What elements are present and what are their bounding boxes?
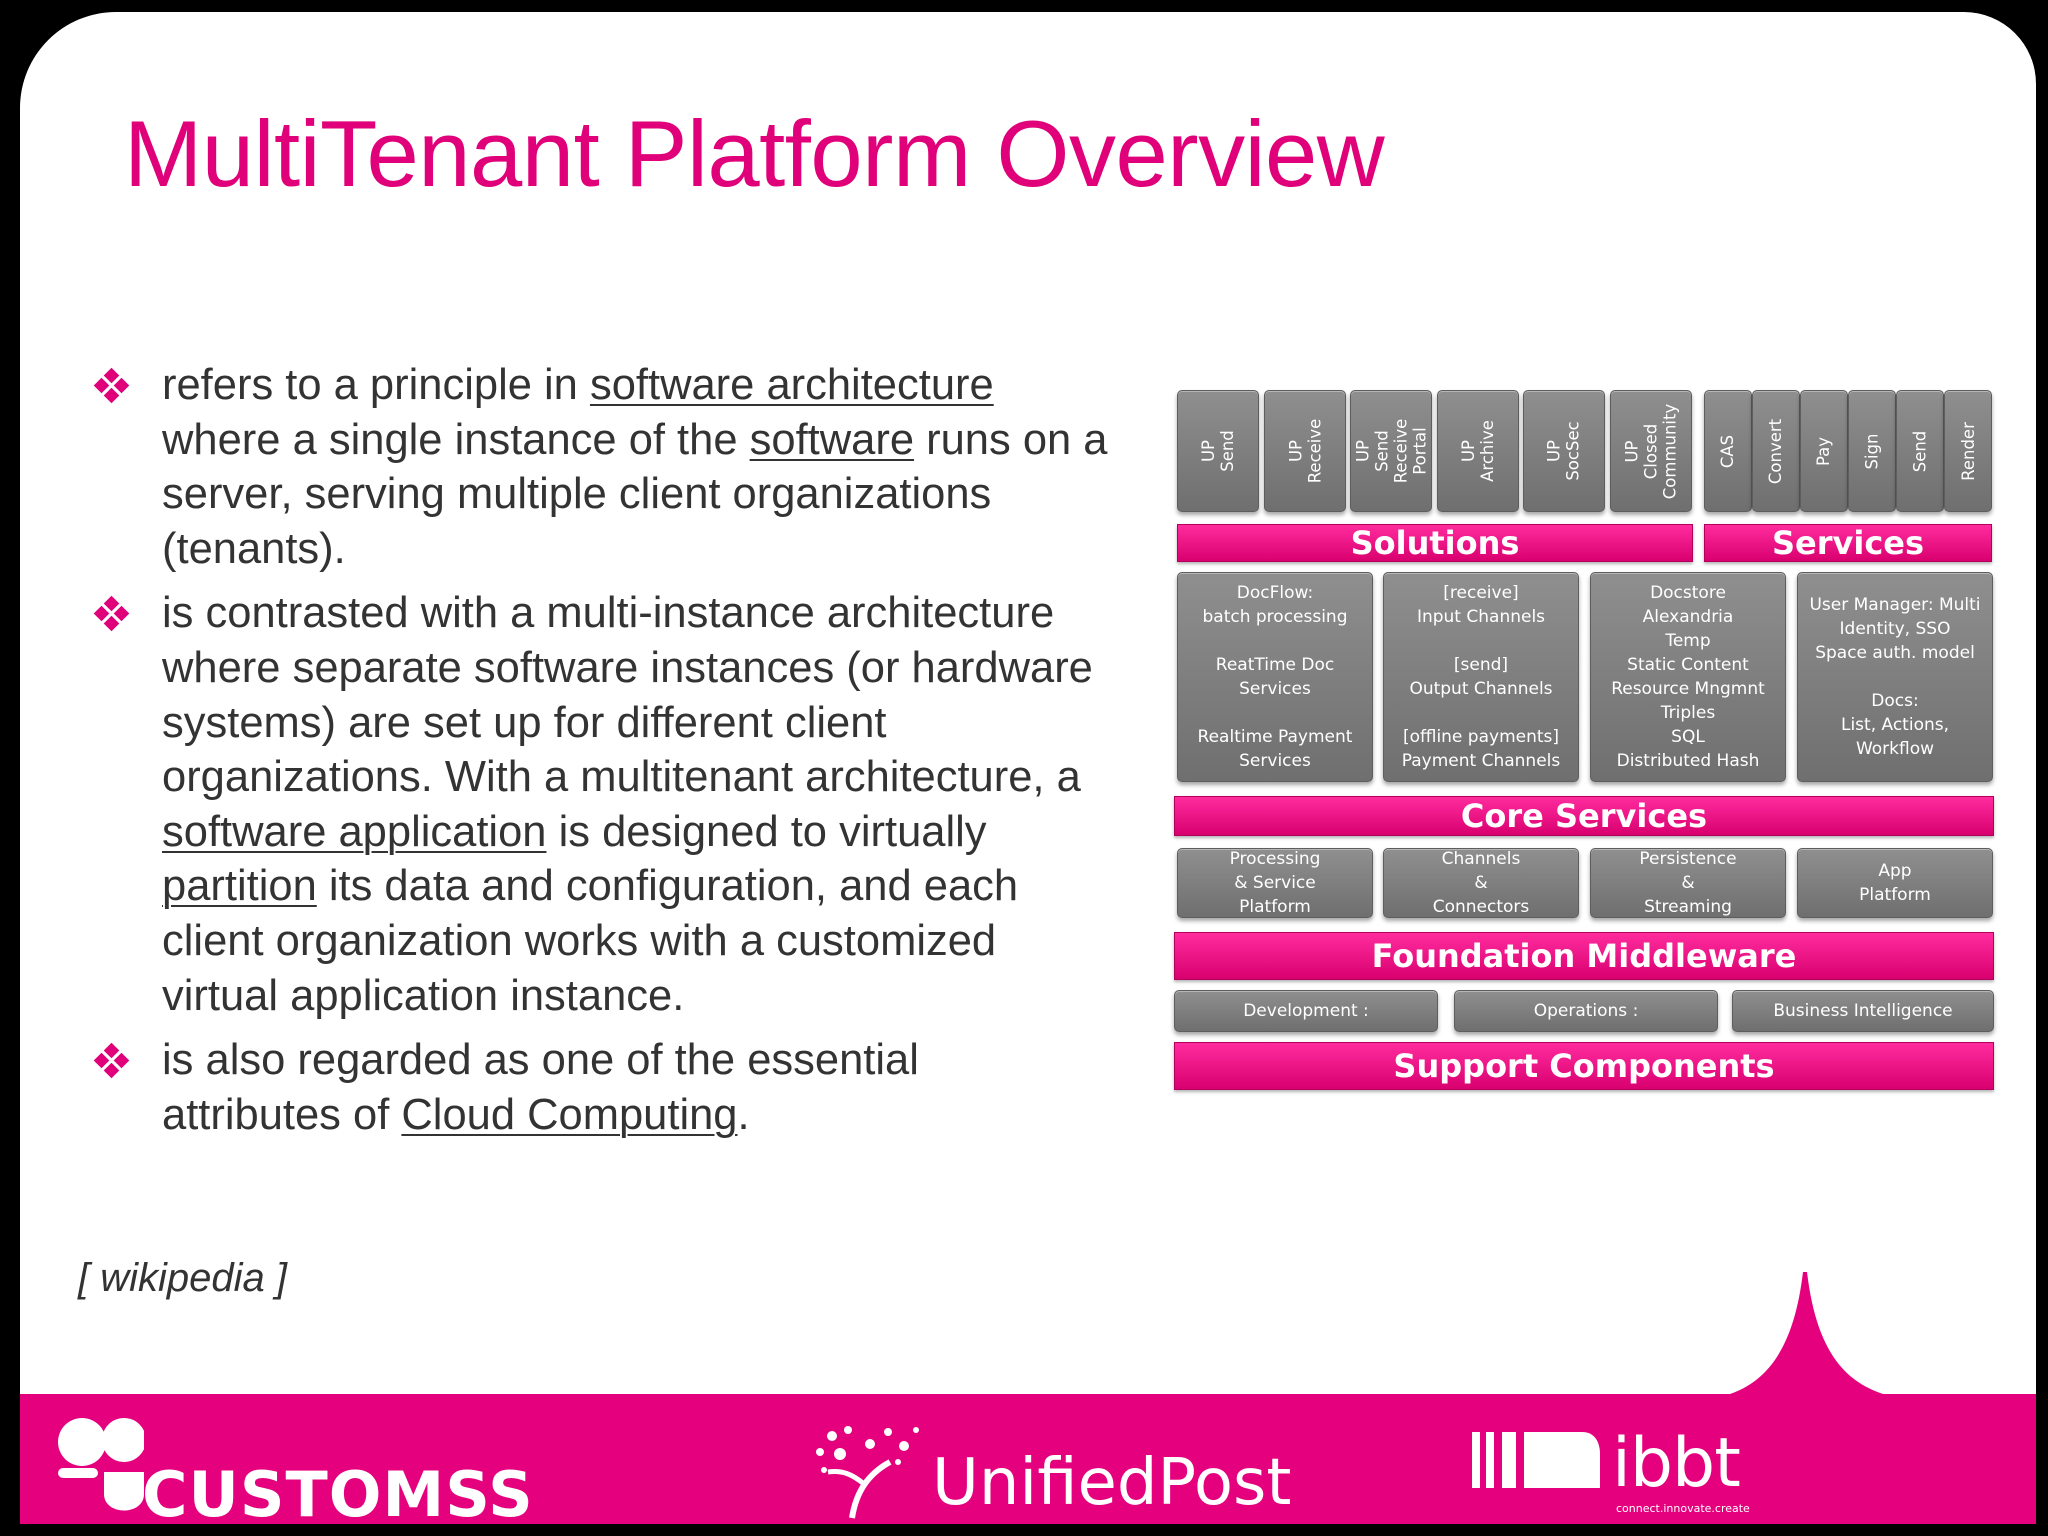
wiki-link[interactable]: partition [162, 862, 317, 911]
middleware-tile: App Platform [1797, 848, 1993, 918]
bullet-text: is designed to virtually [546, 807, 987, 856]
service-tile: Sign [1848, 390, 1896, 512]
service-tile: Convert [1752, 390, 1800, 512]
ibbt-tagline: connect.innovate.create [1616, 1502, 1750, 1515]
service-tile: Pay [1800, 390, 1848, 512]
footer-decoration [1680, 1272, 1940, 1402]
unifiedpost-logo: UnifiedPost [812, 1422, 1292, 1522]
bullet-item: refers to a principle in software archit… [78, 358, 1108, 576]
bullet-text: is contrasted with a multi-instance arch… [162, 589, 1093, 802]
core-service-tile: DocFlow: batch processing ReatTime Doc S… [1177, 572, 1373, 782]
solution-tile: UP Receive [1264, 390, 1346, 512]
solution-tile: UP SocSec [1523, 390, 1605, 512]
wiki-link[interactable]: software architecture [589, 361, 994, 409]
service-tile: Send [1896, 390, 1944, 512]
middleware-tile: Channels & Connectors [1383, 848, 1579, 918]
solution-tile: UP Send Receive Portal [1350, 390, 1432, 512]
unifiedpost-logo-text: UnifiedPost [932, 1446, 1292, 1520]
solutions-band: Solutions [1177, 524, 1693, 562]
support-tile: Operations : [1454, 990, 1718, 1032]
bullet-diamond-icon [93, 1042, 130, 1079]
wiki-link[interactable]: Cloud Computing [401, 1090, 738, 1139]
core-service-tile: User Manager: Multi Identity, SSO Space … [1797, 572, 1993, 782]
middleware-tile: Persistence & Streaming [1590, 848, 1786, 918]
service-tile: CAS [1704, 390, 1752, 512]
solution-tile: UP Archive [1437, 390, 1519, 512]
wiki-link[interactable]: software application [162, 807, 547, 856]
unifiedpost-logo-mark [816, 1426, 919, 1519]
bullet-text: . [737, 1090, 750, 1139]
bullet-diamond-icon [93, 596, 130, 632]
core-services-band: Core Services [1174, 796, 1994, 836]
support-tile: Business Intelligence [1732, 990, 1994, 1032]
bullet-text: is also regarded as one of the essential… [162, 1036, 919, 1139]
bullet-text: its data and configuration, and each cli… [162, 862, 1019, 1020]
customss-logo-text: CUSTOMSS [142, 1458, 534, 1524]
slide: MultiTenant Platform Overview refers to … [20, 12, 2036, 1524]
customss-logo: CUSTOMSS [54, 1414, 534, 1524]
services-band: Services [1704, 524, 1992, 562]
support-tile: Development : [1174, 990, 1438, 1032]
bullet-item: is also regarded as one of the essential… [78, 1033, 1108, 1142]
bullet-diamond-icon [93, 367, 130, 404]
wiki-link[interactable]: software [749, 415, 915, 464]
bullet-text: where a single instance of the [162, 415, 750, 464]
ibbt-logo-mark [1472, 1432, 1600, 1488]
customss-logo-mark [58, 1418, 144, 1511]
solution-tile: UP Closed Community [1610, 390, 1692, 512]
slide-title: MultiTenant Platform Overview [124, 101, 1385, 206]
bullet-text: refers to a principle in [162, 361, 590, 409]
bullet-list: refers to a principle in software archit… [78, 358, 1108, 1152]
middleware-tile: Processing & Service Platform [1177, 848, 1373, 918]
support-components-band: Support Components [1174, 1042, 1994, 1090]
bullet-item: is contrasted with a multi-instance arch… [78, 586, 1108, 1023]
ibbt-logo: ibbt connect.innovate.create [1472, 1420, 1772, 1520]
foundation-middleware-band: Foundation Middleware [1174, 932, 1994, 980]
platform-architecture-diagram: UP Send UP Receive UP Send Receive Porta… [1152, 378, 1994, 1098]
service-tile: Render [1944, 390, 1992, 512]
source-citation: [ wikipedia ] [78, 1256, 287, 1300]
solution-tile: UP Send [1177, 390, 1259, 512]
bullet-text: runs on a server, serving multiple clien… [162, 415, 1108, 573]
core-service-tile: [receive] Input Channels [send] Output C… [1383, 572, 1579, 782]
footer-band [20, 1394, 2036, 1524]
core-service-tile: Docstore Alexandria Temp Static Content … [1590, 572, 1786, 782]
ibbt-logo-text: ibbt [1612, 1424, 1741, 1503]
